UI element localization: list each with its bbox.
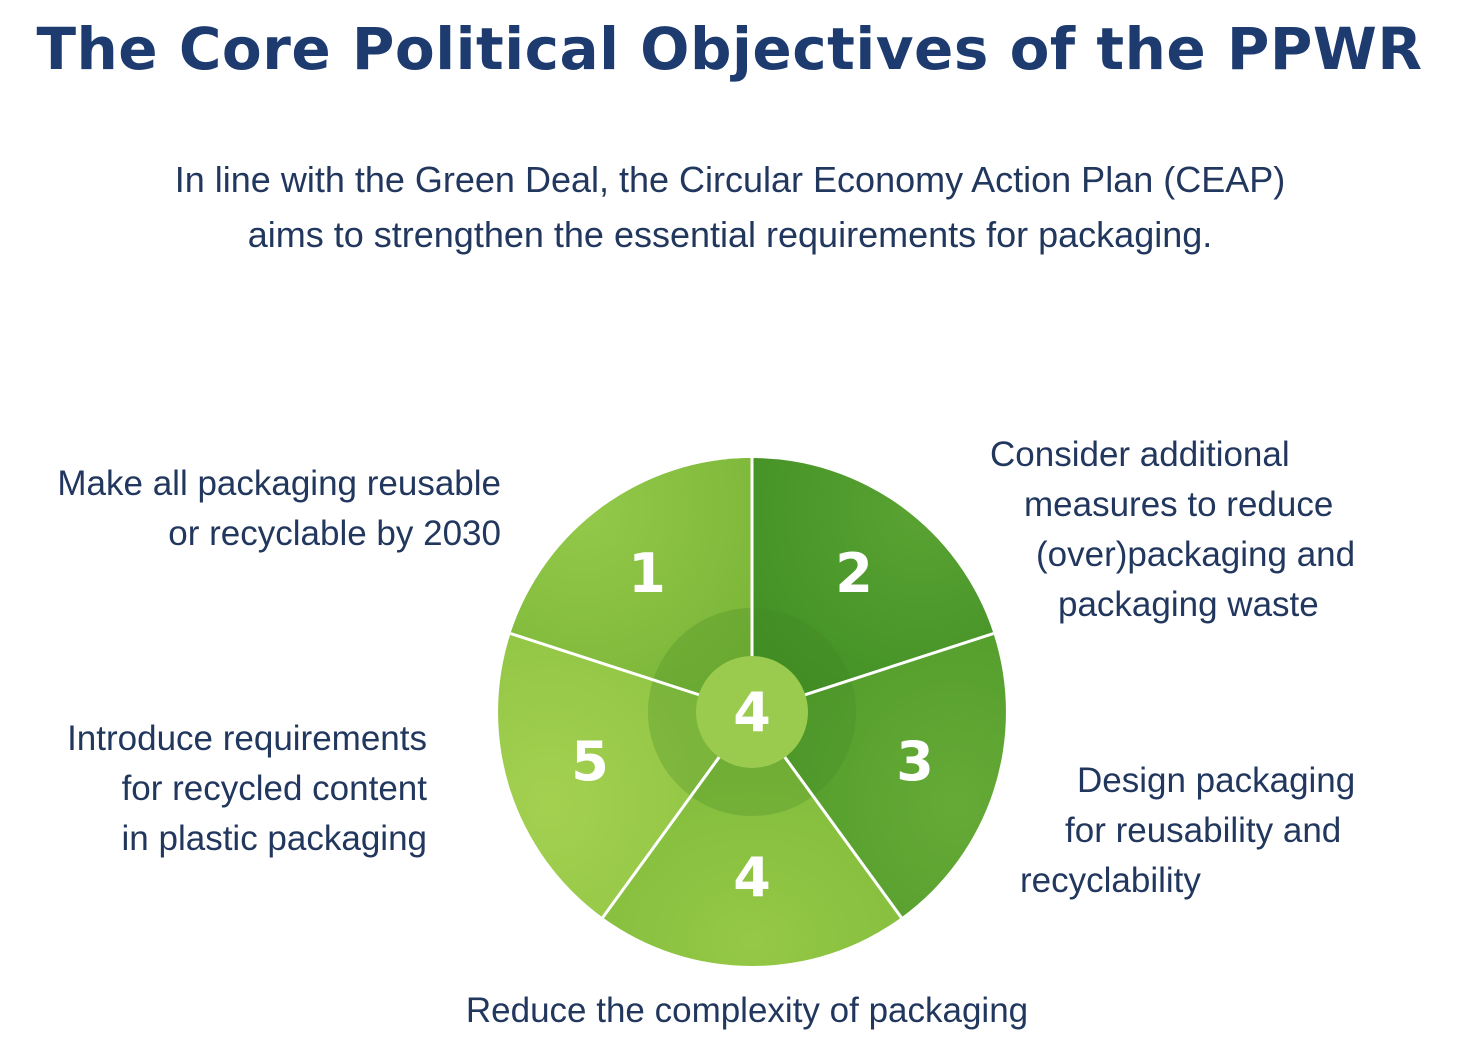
objective-4-line: Reduce the complexity of packaging <box>465 991 1029 1030</box>
objective-2-line: measures to reduce <box>1024 485 1334 524</box>
segment-2-number: 2 <box>835 542 873 605</box>
segment-5-number: 5 <box>571 730 609 793</box>
objective-3-label: Design packaging for reusability and rec… <box>1020 756 1355 906</box>
objective-5-line: in plastic packaging <box>121 819 427 858</box>
segment-5 <box>498 633 752 918</box>
segment-1 <box>510 458 752 712</box>
objective-3-line: Design packaging <box>1077 761 1356 800</box>
page-title: The Core Political Objectives of the PPW… <box>36 15 1423 83</box>
segment-1-number: 1 <box>628 542 666 605</box>
objectives-wheel: 1 2 3 4 5 4 <box>498 458 1006 967</box>
center-circle <box>696 656 808 768</box>
segment-4 <box>602 712 902 967</box>
objective-2-line: Consider additional <box>990 435 1290 474</box>
objective-4-label: Reduce the complexity of packaging <box>0 986 1459 1036</box>
segment-3 <box>752 633 1006 918</box>
subtitle-line-2: aims to strengthen the essential require… <box>247 214 1213 255</box>
segment-2 <box>752 458 994 712</box>
segment-4-number: 4 <box>733 846 771 909</box>
objective-2-line: packaging waste <box>1058 585 1319 624</box>
objective-5-line: Introduce requirements <box>67 719 427 758</box>
objective-5-label: Introduce requirements for recycled cont… <box>67 714 427 864</box>
objective-2-line: (over)packaging and <box>1036 535 1356 574</box>
objective-1-line: or recyclable by 2030 <box>168 514 501 553</box>
segment-3-number: 3 <box>896 730 934 793</box>
objective-1-label: Make all packaging reusable or recyclabl… <box>57 459 501 559</box>
objective-3-line: recyclability <box>1020 861 1201 900</box>
subtitle: In line with the Green Deal, the Circula… <box>40 152 1420 262</box>
objective-5-line: for recycled content <box>121 769 427 808</box>
center-number: 4 <box>733 681 771 744</box>
subtitle-line-1: In line with the Green Deal, the Circula… <box>174 159 1286 200</box>
objective-3-line: for reusability and <box>1065 811 1342 850</box>
objective-2-label: Consider additional measures to reduce (… <box>990 430 1355 630</box>
objective-1-line: Make all packaging reusable <box>57 464 501 503</box>
